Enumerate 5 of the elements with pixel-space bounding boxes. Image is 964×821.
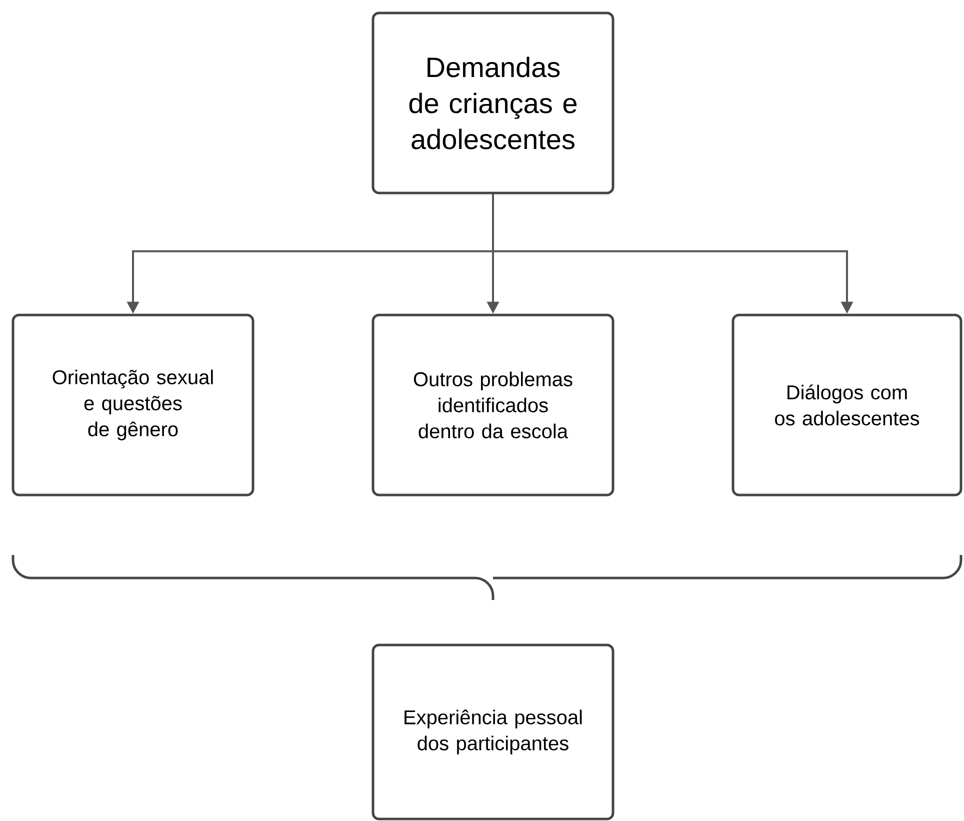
process-box: Outros problemas identificados dentro da escola: [372, 314, 614, 496]
process-box: Diálogos com os adolescentes: [732, 314, 962, 496]
process-box: Orientação sexual e questões de gênero: [12, 314, 254, 496]
process-box: Experiência pessoal dos participantes: [372, 644, 614, 820]
process-box: Demandas de crianças e adolescentes: [372, 12, 614, 194]
